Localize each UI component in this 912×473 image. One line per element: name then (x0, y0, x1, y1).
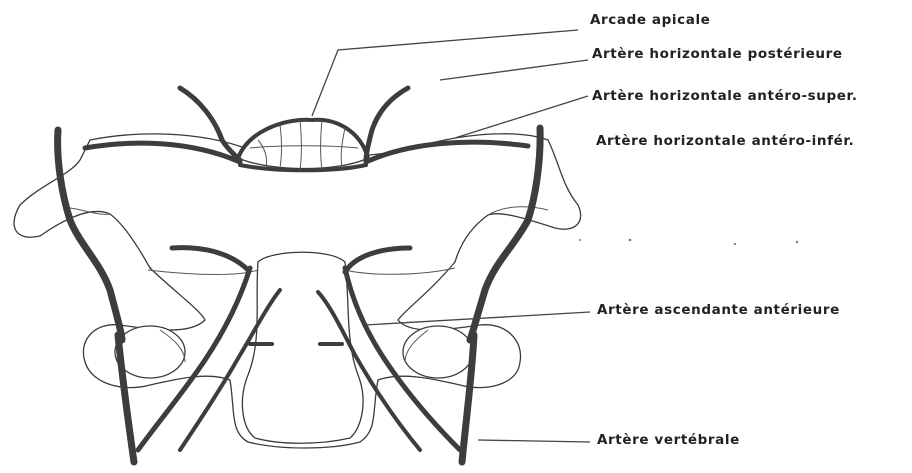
label-artere-horizontale-posterieure: Artère horizontale postérieure (592, 46, 843, 62)
label-artere-horizontale-antero-infer: Artère horizontale antéro-infér. (596, 133, 854, 149)
label-arcade-apicale: Arcade apicale (590, 12, 710, 28)
leader-artere-vertebrale (478, 440, 590, 442)
dens-apex (238, 120, 368, 169)
speck (629, 239, 632, 242)
speck (734, 243, 736, 245)
leader-artere-horizontale-antero-super (455, 96, 588, 138)
right-foramen (403, 326, 473, 378)
left-foramen (115, 326, 185, 378)
speck (579, 239, 581, 241)
axis-body (242, 252, 363, 443)
leader-artere-horizontale-posterieure (440, 60, 588, 80)
label-artere-ascendante-anterieure: Artère ascendante antérieure (597, 302, 840, 318)
label-artere-vertebrale: Artère vertébrale (597, 432, 740, 448)
speck (796, 241, 798, 243)
label-artere-horizontale-antero-super: Artère horizontale antéro-super. (592, 88, 858, 104)
leader-arcade-apicale (312, 30, 578, 116)
